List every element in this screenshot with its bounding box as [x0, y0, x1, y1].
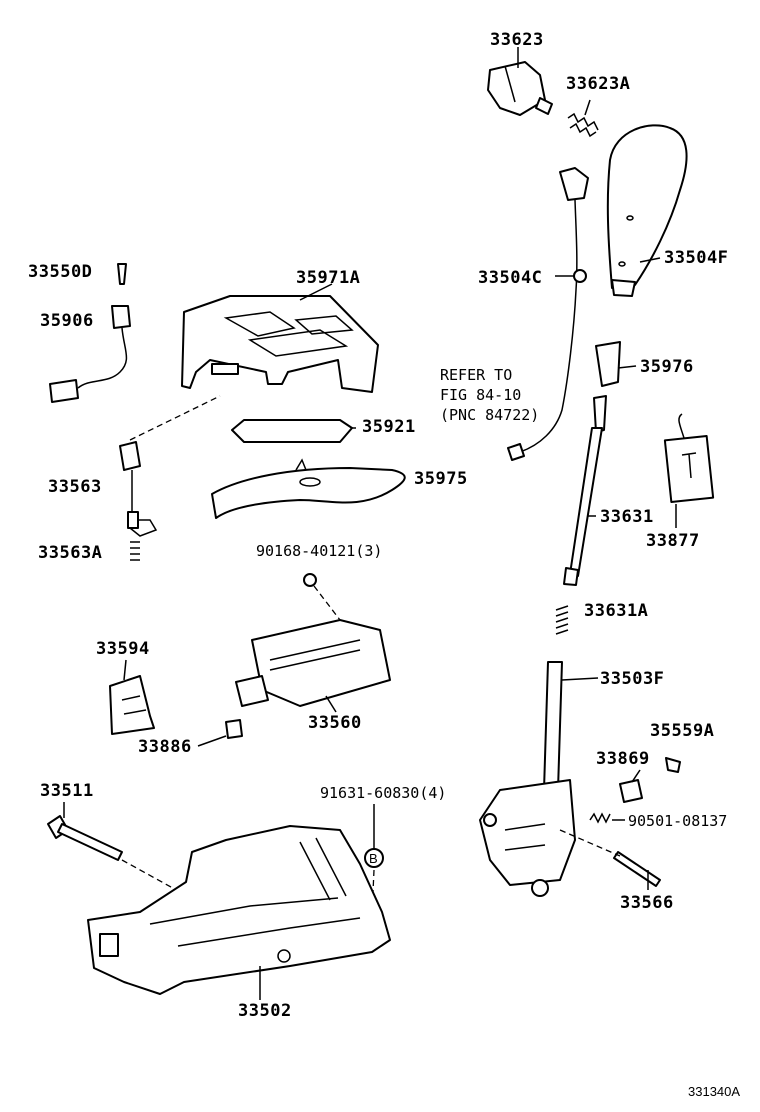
- part-label: 33504F: [664, 248, 728, 268]
- part-label: 33502: [238, 1001, 292, 1021]
- part-label: 33511: [40, 781, 94, 801]
- part-label: 35906: [40, 311, 94, 331]
- shift-knob-icon: [606, 124, 688, 297]
- part-label: 33877: [646, 531, 700, 551]
- part-label: 90168-40121(3): [256, 542, 382, 560]
- part-label: 33631: [600, 507, 654, 527]
- switch-icon: [49, 305, 131, 403]
- figure-id: 331340A: [688, 1084, 740, 1099]
- part-label: 33560: [308, 713, 362, 733]
- part-label: 33503F: [600, 669, 664, 689]
- part-label: 35971A: [296, 268, 360, 288]
- bolt-icon: [47, 815, 123, 861]
- plate-icon: [231, 419, 353, 443]
- part-label: 35921: [362, 417, 416, 437]
- solenoid-icon: [235, 619, 391, 707]
- pin-icon: [117, 263, 127, 285]
- part-label: 33869: [596, 749, 650, 769]
- part-label: 33631A: [584, 601, 648, 621]
- pin-icon: [613, 851, 661, 887]
- refer-note: (PNC 84722): [440, 406, 539, 424]
- part-label: 90501-08137: [628, 812, 727, 830]
- clip-icon: [665, 757, 681, 773]
- part-label: 35559A: [650, 721, 714, 741]
- bolt-icon: [303, 573, 317, 587]
- tag-icon: [663, 413, 715, 504]
- plate-icon: [211, 467, 406, 519]
- part-label: 33594: [96, 639, 150, 659]
- shift-lever-icon: [479, 661, 576, 897]
- part-label: 33623A: [566, 74, 630, 94]
- shift-rod-icon: [563, 395, 607, 586]
- part-label: 91631-60830(4): [320, 784, 446, 802]
- spring-icon: [567, 112, 599, 138]
- part-label: 33886: [138, 737, 192, 757]
- part-label: 33566: [620, 893, 674, 913]
- part-label: 33563: [48, 477, 102, 497]
- bracket-icon: [109, 675, 155, 735]
- refer-note: REFER TO: [440, 366, 512, 384]
- part-label: 33504C: [478, 268, 542, 288]
- part-label: 33623: [490, 30, 544, 50]
- part-label: 33550D: [28, 262, 92, 282]
- base-bracket-icon: [87, 825, 391, 995]
- part-label: 35975: [414, 469, 468, 489]
- sleeve-icon: [595, 341, 621, 387]
- spring-icon: [589, 812, 611, 824]
- push-button-icon: [487, 61, 553, 116]
- cap-icon: [225, 719, 243, 739]
- part-label: 33563A: [38, 543, 102, 563]
- part-label: 35976: [640, 357, 694, 377]
- cover-icon: [181, 295, 379, 393]
- block-icon: [619, 779, 643, 803]
- bracket-icon: [119, 441, 158, 537]
- spring-icon: [130, 541, 140, 561]
- refer-note: FIG 84-10: [440, 386, 521, 404]
- reference-marker-b-label: B: [369, 851, 378, 866]
- spring-icon: [555, 605, 569, 635]
